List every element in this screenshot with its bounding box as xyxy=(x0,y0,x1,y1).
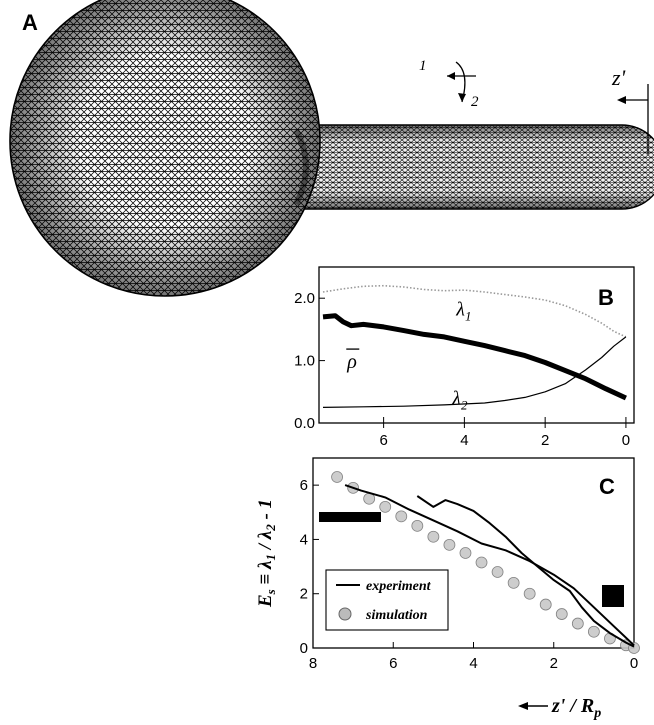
c-x-tick-label: 2 xyxy=(550,655,558,672)
b-x-tick-label: 4 xyxy=(460,432,468,449)
panel-c-letter: C xyxy=(599,474,615,499)
b-series-line xyxy=(322,313,627,401)
c-x-tick-label: 6 xyxy=(389,655,397,672)
b-x-tick-label: 6 xyxy=(379,432,387,449)
panel-b-frame xyxy=(318,266,635,424)
direction-2-label: 2 xyxy=(471,94,479,110)
c-simulation-marker xyxy=(507,576,520,589)
b-curve-label: λ2 xyxy=(451,387,468,412)
c-simulation-marker xyxy=(427,530,440,543)
legend-simulation-swatch xyxy=(338,607,352,621)
c-simulation-marker xyxy=(379,500,392,513)
legend-simulation-label: simulation xyxy=(365,608,428,623)
z-prime-axis-indicator: z' xyxy=(611,65,649,154)
b-curve-label: λ1 xyxy=(455,299,471,324)
panel-b-curve-labels: λ1 ρ λ2 xyxy=(346,299,471,412)
c-simulation-marker xyxy=(571,617,584,630)
c-simulation-marker xyxy=(331,471,343,483)
panel-b-letter: B xyxy=(598,285,614,310)
c-simulation-marker xyxy=(443,538,456,551)
panel-c: C 8 6 4 2 0 0 2 4 6 experiment simulation Es ≡ λ… xyxy=(255,457,640,672)
legend-experiment-label: experiment xyxy=(366,579,432,594)
panel-a: A 1 2 z' xyxy=(9,0,654,297)
panel-c-series xyxy=(331,471,640,654)
c-simulation-marker xyxy=(555,608,568,620)
b-y-tick-label: 2.0 xyxy=(294,290,315,307)
c-simulation-marker xyxy=(523,587,536,600)
c-y-tick-label: 0 xyxy=(300,640,308,657)
c-simulation-marker xyxy=(491,566,504,578)
c-experiment-line xyxy=(416,495,635,648)
legend: experiment simulation xyxy=(325,569,449,631)
x-axis-label: z' / Rp xyxy=(518,695,601,721)
panel-b-axes: 6 4 2 0 0.0 1.0 2.0 xyxy=(294,290,630,449)
c-y-tick-label: 4 xyxy=(300,531,308,548)
c-simulation-marker xyxy=(539,598,552,611)
rotation-direction-arrows: 1 2 xyxy=(419,58,479,110)
vesicle-mesh xyxy=(9,0,654,297)
c-simulation-marker xyxy=(459,547,472,559)
scale-bar-large xyxy=(319,512,381,522)
c-x-tick-label: 4 xyxy=(469,655,477,672)
x-axis-label-text: z' / Rp xyxy=(551,695,601,721)
b-series-line xyxy=(322,336,627,408)
c-x-tick-label: 8 xyxy=(309,655,317,672)
panel-c-y-axis-label: Es ≡ λ1 / λ2 - 1 xyxy=(255,499,278,608)
b-series-line xyxy=(322,284,627,338)
b-y-tick-label: 0.0 xyxy=(294,415,315,432)
b-curve-label: ρ xyxy=(346,351,357,373)
panel-b: B 6 4 2 0 0.0 1.0 2.0 λ1 ρ λ2 xyxy=(294,266,635,449)
c-experiment-line xyxy=(344,484,635,647)
c-y-tick-label: 6 xyxy=(300,477,308,494)
c-simulation-marker xyxy=(411,519,424,532)
panel-b-series xyxy=(322,284,627,408)
c-y-tick-label: 2 xyxy=(300,586,308,603)
c-simulation-marker xyxy=(395,510,408,523)
panel-a-letter: A xyxy=(22,10,38,35)
c-simulation-marker xyxy=(475,556,488,569)
z-prime-label: z' xyxy=(611,65,626,90)
c-simulation-marker xyxy=(587,625,600,638)
b-y-tick-label: 1.0 xyxy=(294,353,315,370)
direction-1-label: 1 xyxy=(419,58,427,74)
scale-bar-small xyxy=(602,585,624,607)
b-x-tick-label: 0 xyxy=(622,432,630,449)
b-x-tick-label: 2 xyxy=(541,432,549,449)
c-x-tick-label: 0 xyxy=(630,655,638,672)
